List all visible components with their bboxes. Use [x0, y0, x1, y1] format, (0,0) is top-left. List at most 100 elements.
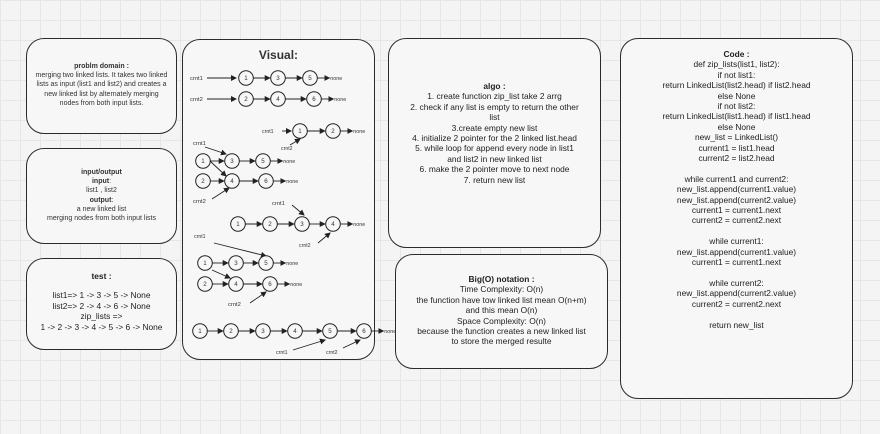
visual-title: Visual:: [258, 48, 299, 62]
code-line: if not list1:: [717, 69, 756, 80]
crnt2-pointer: [211, 187, 230, 200]
node-value: 6: [268, 281, 272, 288]
crnt1-pointer: [291, 204, 305, 216]
crnt2-label: crnt2: [190, 97, 203, 103]
code-line: return LinkedList(list1.head) if list1.h…: [662, 111, 811, 122]
code-line: new_list.append(current2.value): [676, 194, 797, 205]
node-value: 2: [244, 96, 248, 103]
crnt1-label: crnt1: [272, 201, 285, 207]
node-value: 6: [264, 178, 268, 185]
node-value: 4: [276, 96, 280, 103]
code-line: while current2:: [709, 277, 764, 288]
crnt2-label: crnt2: [299, 243, 311, 249]
test-line: list2=> 2 -> 4 -> 6 -> None: [52, 300, 151, 311]
big-o-line: Space Complexity: O(n): [457, 315, 546, 326]
none-label: none: [286, 261, 298, 267]
node-value: 2: [201, 178, 205, 185]
node-value: 2: [268, 221, 272, 228]
big-o-title: Big(O) notation :: [468, 274, 535, 284]
algo-card: algo : 1. create function zip_list take …: [388, 38, 601, 248]
crnt2-label: crnt2: [228, 302, 241, 308]
code-line: if not list2:: [717, 101, 756, 112]
algo-step: list: [489, 112, 500, 123]
node-value: 6: [362, 328, 366, 335]
node-value: 4: [234, 281, 238, 288]
node-value: 2: [229, 328, 233, 335]
algo-step: 7. return new list: [463, 174, 526, 185]
node-value: 3: [234, 260, 238, 267]
code-line: while current1:: [709, 236, 764, 247]
crnt1-label: crnt1: [276, 350, 288, 356]
code-line: def zip_lists(list1, list2):: [693, 59, 780, 70]
crnt2-pointer: [317, 232, 331, 244]
input-output-title: input/output: [81, 169, 122, 176]
node-value: 3: [276, 75, 280, 82]
problem-domain-line: new linked list by alternately merging: [44, 90, 159, 98]
none-label: none: [334, 97, 346, 103]
algo-step: 6. make the 2 pointer move to next node: [419, 164, 570, 175]
big-o-line: Time Complexity: O(n): [459, 284, 544, 295]
code-line: new_list = LinkedList(): [694, 132, 779, 143]
node-value: 5: [328, 328, 332, 335]
node-value: 4: [331, 221, 335, 228]
algo-step: and list2 in new linked list: [447, 153, 542, 164]
next-arrow: [211, 269, 231, 279]
code-line: new_list.append(current2.value): [676, 288, 797, 299]
crnt1-pointer: [204, 146, 227, 156]
test-line: 1 -> 2 -> 3 -> 4 -> 5 -> 6 -> None: [40, 321, 163, 332]
output-heading: output:: [89, 196, 114, 204]
node-value: 1: [203, 260, 207, 267]
crnt1-pointer: [213, 242, 267, 258]
input-heading: input:: [91, 178, 112, 186]
crnt1-label: crnt1: [190, 76, 203, 82]
crnt2-pointer: [249, 291, 267, 304]
node-value: 5: [308, 75, 312, 82]
problem-domain-line: merging two linked lists. It takes two l…: [35, 72, 168, 80]
code-line: else None: [717, 121, 756, 132]
test-line: zip_lists =>: [80, 311, 123, 322]
none-label: none: [290, 282, 302, 288]
none-label: none: [330, 76, 342, 82]
big-o-card: Big(O) notation : Time Complexity: O(n) …: [395, 254, 608, 369]
node-value: 3: [261, 328, 265, 335]
code-line: return new_list: [709, 319, 764, 330]
none-label: none: [353, 222, 365, 228]
input-value: list1 , list2: [86, 187, 117, 195]
algo-step: 2. check if any list is empty to return …: [410, 101, 579, 112]
big-o-line: the function have tow linked list mean O…: [416, 294, 587, 305]
crnt2-label: crnt2: [193, 199, 206, 205]
problem-domain-line: lists as input (list1 and list2) and cre…: [36, 81, 167, 89]
input-output-card: input/output input: list1 , list2 output…: [26, 148, 177, 244]
problem-domain-title: problm domain :: [74, 63, 129, 70]
next-arrow: [209, 160, 227, 177]
test-title: test :: [91, 271, 112, 281]
code-line: current1 = current1.next: [691, 205, 782, 216]
code-line: else None: [717, 90, 756, 101]
node-value: 5: [261, 158, 265, 165]
algo-step: 1. create function zip_list take 2 arrg: [427, 91, 562, 102]
test-card: test : list1=> 1 -> 3 -> 5 -> None list2…: [26, 258, 177, 350]
none-label: none: [353, 129, 365, 135]
output-line: a new linked list: [76, 205, 127, 213]
algo-title: algo :: [483, 81, 506, 91]
node-value: 5: [264, 260, 268, 267]
node-value: 4: [293, 328, 297, 335]
crnt1-label: crnt1: [194, 234, 206, 240]
node-value: 4: [230, 178, 234, 185]
none-label: none: [283, 159, 295, 165]
crnt1-label: crnt1: [262, 129, 274, 135]
algo-step: 4. initialize 2 pointer for the 2 linked…: [412, 133, 577, 144]
output-line: merging nodes from both input lists: [47, 215, 156, 223]
node-value: 1: [236, 221, 240, 228]
node-value: 1: [244, 75, 248, 82]
big-o-line: and this mean O(n): [465, 305, 538, 316]
code-title: Code :: [723, 49, 750, 59]
none-label: none: [286, 179, 298, 185]
node-value: 2: [331, 128, 335, 135]
code-line: current2 = current2.next: [691, 215, 782, 226]
crnt1-label: crnt1: [193, 141, 206, 147]
code-card: Code : def zip_lists(list1, list2): if n…: [620, 38, 853, 399]
algo-step: 3.create empty new list: [451, 122, 538, 133]
crnt2-pointer: [342, 339, 361, 349]
